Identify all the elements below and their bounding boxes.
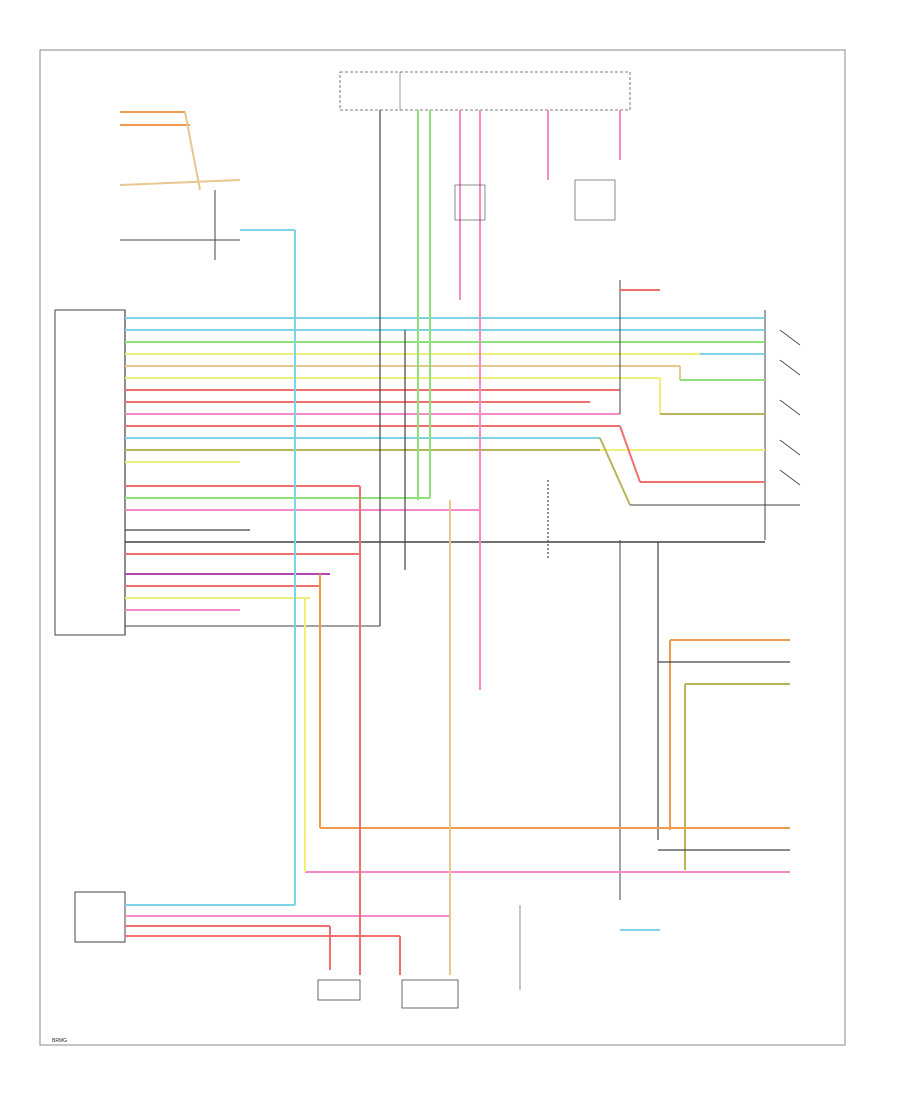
driver-lock-actuator [317, 979, 361, 1001]
relay-box [574, 179, 616, 221]
wire-liftgate-switch [119, 179, 241, 186]
wire-right-olive-diag [599, 437, 631, 506]
right-switch-group [779, 329, 801, 486]
wire-right-red-diag [619, 425, 641, 483]
passenger-lock-actuator [401, 979, 459, 1009]
page-code: BRMG [52, 1038, 67, 1044]
trunk-switch [454, 184, 486, 221]
wire-switch-drop [184, 111, 201, 191]
page-border [39, 49, 846, 1046]
door-module-box [74, 891, 126, 943]
lighting-control-module-box [54, 309, 126, 636]
fuse-panel-box [339, 71, 631, 111]
